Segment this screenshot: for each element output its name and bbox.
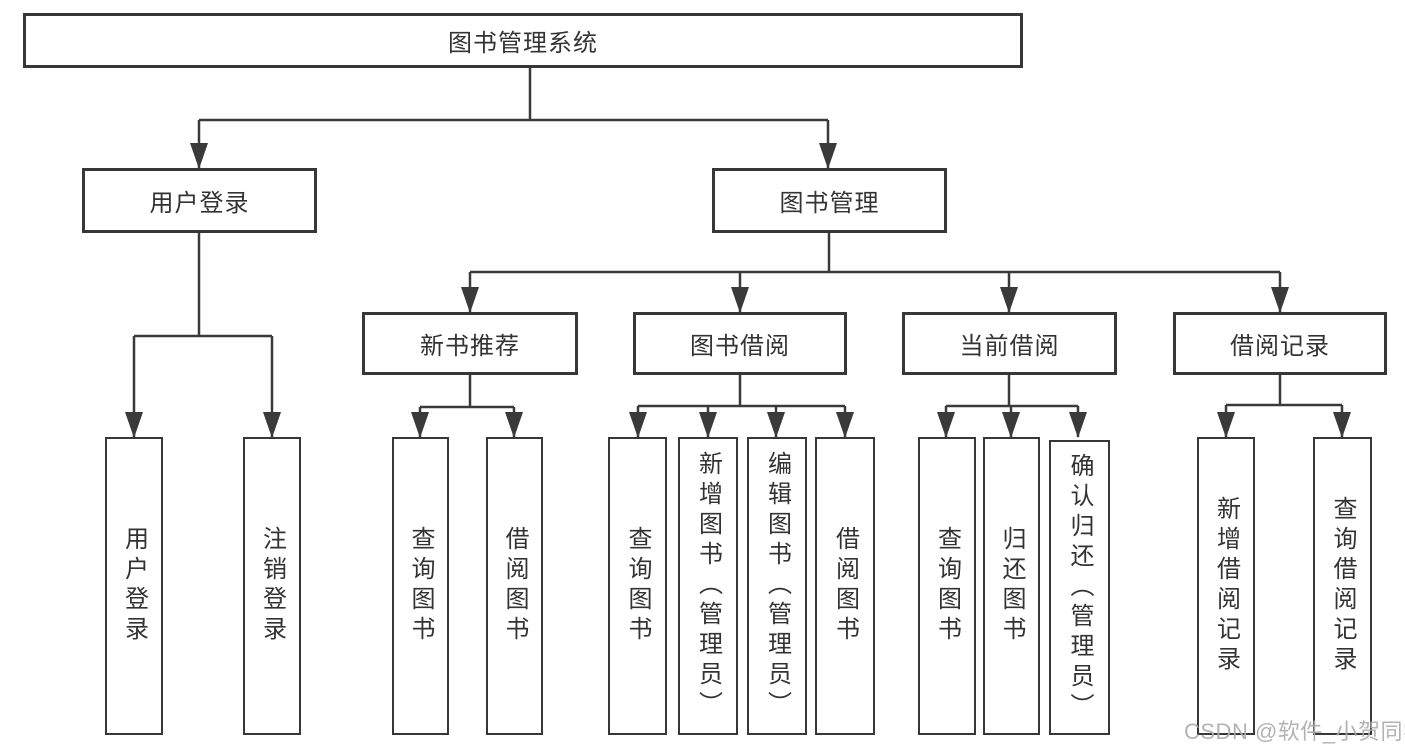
leaf-rec-query-book: 查询图书 bbox=[392, 437, 449, 735]
leaf-records-add-record: 新增借阅记录 bbox=[1197, 437, 1255, 735]
leaf-rec-borrow-book: 借阅图书 bbox=[486, 437, 543, 735]
node-user-login: 用户登录 bbox=[82, 168, 317, 233]
node-book-management: 图书管理 bbox=[712, 168, 947, 233]
leaf-borrow-query-book: 查询图书 bbox=[608, 437, 667, 735]
leaf-borrow-borrow-book: 借阅图书 bbox=[815, 437, 875, 735]
leaf-borrow-edit-book-admin: 编辑图书（管理员） bbox=[747, 437, 807, 735]
leaf-logout: 注销登录 bbox=[243, 437, 301, 735]
leaf-current-return-book: 归还图书 bbox=[983, 437, 1040, 735]
leaf-current-query-book: 查询图书 bbox=[918, 437, 976, 735]
node-current-borrow: 当前借阅 bbox=[902, 312, 1117, 375]
node-book-borrow: 图书借阅 bbox=[633, 312, 847, 375]
leaf-user-login: 用户登录 bbox=[105, 437, 163, 735]
leaf-current-confirm-return-admin: 确认归还（管理员） bbox=[1049, 440, 1110, 735]
node-borrow-records: 借阅记录 bbox=[1173, 312, 1387, 375]
leaf-records-query-record: 查询借阅记录 bbox=[1313, 437, 1372, 735]
leaf-borrow-add-book-admin: 新增图书（管理员） bbox=[678, 437, 738, 735]
node-new-book-recommend: 新书推荐 bbox=[362, 312, 578, 375]
node-root: 图书管理系统 bbox=[23, 13, 1023, 68]
csdn-watermark: CSDN @软件_小贺同学 bbox=[1184, 719, 1405, 744]
